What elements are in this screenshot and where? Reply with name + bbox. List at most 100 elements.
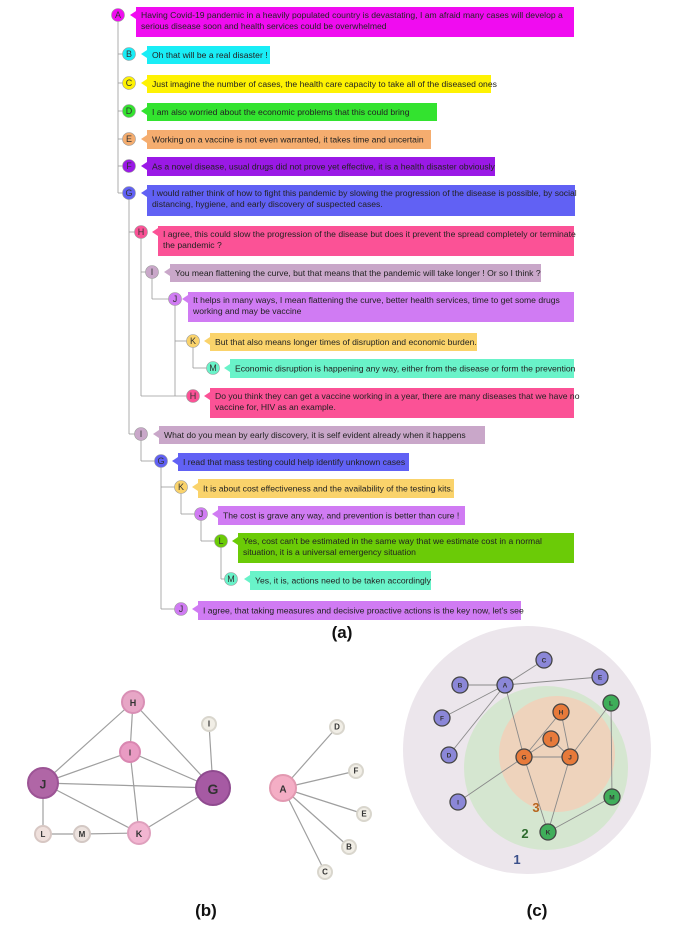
graph-c-edge (523, 711, 562, 758)
message-bubble (204, 388, 574, 418)
message-bubble (141, 103, 437, 121)
message-avatar-letter: K (178, 482, 184, 492)
ring-3 (499, 696, 615, 812)
message-avatar (214, 534, 228, 548)
ring-label: 2 (521, 826, 528, 841)
panel-label-c: (c) (527, 901, 548, 920)
graph-c-node-label: K (546, 830, 551, 837)
message-text: You mean flattening the curve, but that … (175, 268, 541, 278)
graph-b-node (121, 690, 145, 714)
graph-b-edge (42, 701, 134, 784)
message-avatar-letter: J (173, 294, 178, 304)
graph-c-node-label: A (503, 683, 508, 690)
graph-c-node (542, 730, 560, 748)
graph-b-node-label: M (79, 830, 86, 839)
message-text: It is about cost effectiveness and the a… (203, 484, 453, 494)
message-avatar-letter: D (126, 106, 133, 116)
graph-b-node (317, 864, 333, 880)
message-text: What do you mean by early discovery, it … (164, 430, 466, 440)
message-avatar-letter: C (126, 78, 133, 88)
message-avatar (174, 480, 188, 494)
message-text: Having Covid-19 pandemic in a heavily po… (141, 10, 563, 20)
graph-c-edge (504, 684, 525, 758)
message-text: It helps in many ways, I mean flattening… (193, 295, 560, 305)
message-text: As a novel disease, usual drugs did not … (152, 162, 496, 172)
graph-b-node (356, 806, 372, 822)
message-bubble (192, 601, 521, 620)
message-text: situation, it is a universal emergency s… (243, 547, 416, 557)
conversation-tree (117, 21, 226, 610)
message-avatar (194, 507, 208, 521)
message-item: C Just imagine the number of cases, the h… (122, 75, 497, 93)
graph-c-edge (441, 684, 506, 719)
message-avatar (186, 334, 200, 348)
message-text: I agree, that taking measures and decisi… (203, 606, 524, 616)
graph-c-edge (457, 756, 525, 803)
message-avatar (122, 159, 136, 173)
message-avatar (122, 104, 136, 118)
message-avatar-letter: G (125, 188, 132, 198)
graph-b-node (195, 770, 231, 806)
graph-c-node (535, 651, 553, 669)
graph-c-node (440, 746, 458, 764)
message-text: I would rather think of how to fight thi… (152, 188, 577, 198)
graph-b-node-label: K (136, 829, 143, 839)
graph-c-edge (448, 684, 506, 756)
graph-b-node-label: E (361, 809, 367, 818)
graph-c-node (552, 703, 570, 721)
message-text: Just imagine the number of cases, the he… (152, 79, 497, 89)
graph-b-node-label: A (279, 785, 286, 796)
message-avatar-letter: H (190, 391, 197, 401)
message-avatar (186, 389, 200, 403)
graph-b-node-label: G (208, 781, 219, 797)
graph-c-node (591, 668, 609, 686)
graph-c-node (515, 748, 533, 766)
message-bubble (164, 264, 541, 282)
message-bubble (141, 130, 431, 149)
ring-label: 1 (513, 852, 520, 867)
message-avatar (145, 265, 159, 279)
message-bubble (212, 506, 465, 525)
graph-b-edge (282, 787, 350, 848)
graph-b-node (329, 719, 345, 735)
graph-b-node-label: C (322, 867, 328, 876)
message-avatar (134, 225, 148, 239)
message-bubble (232, 533, 574, 563)
message-avatar-letter: J (199, 509, 204, 519)
panel-label-a: (a) (332, 623, 353, 642)
message-avatar-letter: E (126, 134, 132, 144)
graph-b-node-label: I (129, 749, 131, 758)
message-avatar (168, 292, 182, 306)
graph-c-node-label: C (542, 658, 547, 665)
message-text: But that also means longer times of disr… (215, 337, 477, 347)
message-bubble (130, 7, 574, 37)
graph-b-edge (132, 701, 214, 789)
graph-c-node (449, 793, 467, 811)
graph-c-node-label: B (458, 683, 463, 690)
message-bubble (172, 453, 409, 471)
message-avatar (122, 132, 136, 146)
graph-c-node (433, 709, 451, 727)
graph-c-node-label: D (447, 753, 452, 760)
graph-b-node (201, 716, 217, 732)
message-text: the pandemic ? (163, 240, 222, 250)
graph-b-edge (42, 782, 140, 834)
message-bubble (204, 333, 477, 351)
message-text: Yes, it is, actions need to be taken acc… (255, 576, 432, 586)
message-text: I read that mass testing could help iden… (183, 457, 405, 467)
graph-c-edge (610, 702, 613, 798)
graph-c-edge (504, 676, 601, 686)
graph-b-node (27, 767, 59, 799)
message-avatar (122, 76, 136, 90)
